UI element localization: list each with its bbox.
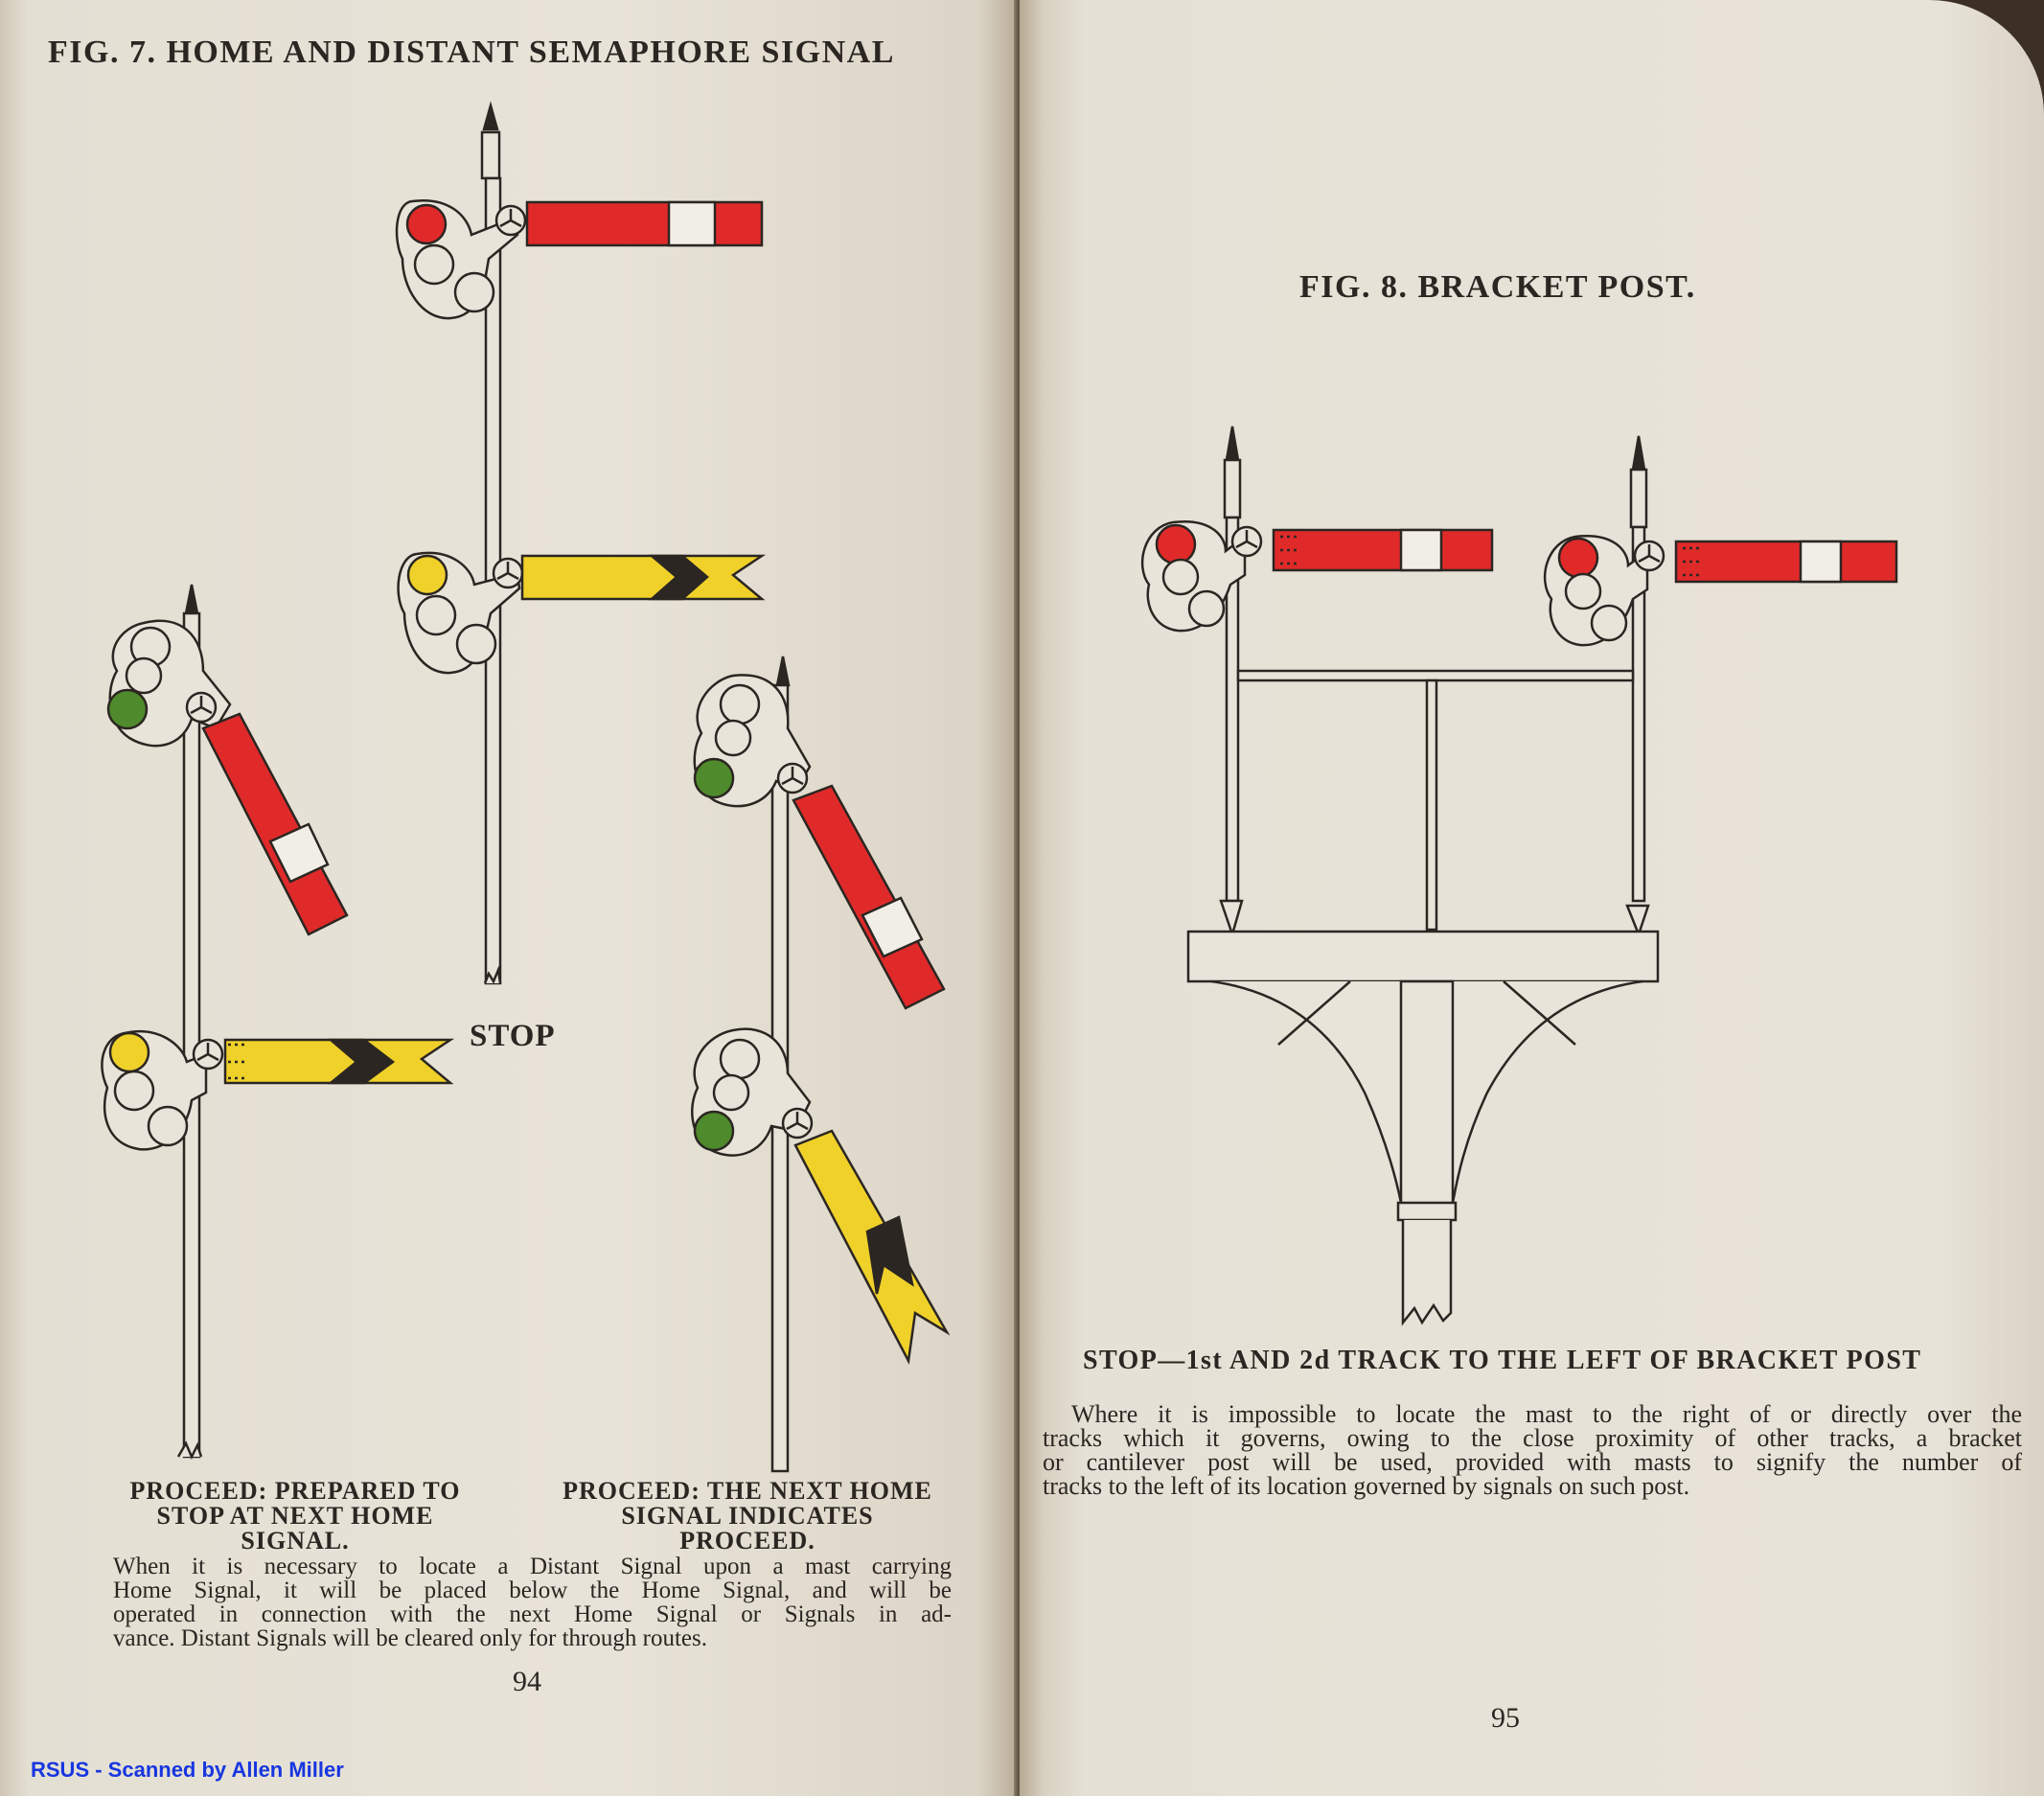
bracket-post-illustration [1140,426,1898,1326]
left-page: FIG. 7. HOME AND DISTANT SEMAPHORE SIGNA… [0,0,1018,1796]
bracket-post-caption: STOP—1st AND 2d TRACK TO THE LEFT OF BRA… [1083,1346,1922,1375]
body-line: tracks which it governs, owing to the cl… [1043,1424,2022,1452]
page-number-right: 95 [1491,1702,1520,1734]
body-line: or cantilever post will be used, provide… [1043,1448,2022,1476]
home-signal-stop [395,198,764,320]
body-line: Home Signal, it will be placed below the… [113,1577,952,1603]
caption-line: PROCEED: THE NEXT HOME [563,1477,932,1505]
body-line: When it is necessary to locate a Distant… [113,1554,952,1579]
book-gutter [1014,0,1023,1796]
left-signal-post [176,584,203,1460]
page-number-left: 94 [513,1666,541,1697]
caption-line: PROCEED: PREPARED TO [129,1477,461,1505]
caption-proceed-next-home: PROCEED: THE NEXT HOME SIGNAL INDICATES … [537,1479,958,1554]
body-line: vance. Distant Signals will be cleared o… [113,1625,707,1651]
caption-line: STOP AT NEXT HOME [156,1502,434,1530]
home-signal-proceed-left [106,619,349,936]
stop-label: STOP [470,1019,556,1053]
caption-line: SIGNAL INDICATES [621,1502,874,1530]
distant-signal-stop-left [101,1030,455,1151]
scan-credit: RSUS - Scanned by Allen Miller [31,1758,344,1782]
bracket-right-home-signal [1543,534,1898,647]
caption-proceed-prepared: PROCEED: PREPARED TO STOP AT NEXT HOME S… [84,1479,506,1554]
right-page: FIG. 8. BRACKET POST. [1020,0,2044,1796]
figure-7-title: FIG. 7. HOME AND DISTANT SEMAPHORE SIGNA… [48,35,895,70]
body-line: tracks to the left of its location gover… [1043,1472,1690,1500]
caption-line: SIGNAL. [241,1527,350,1554]
body-line: operated in connection with the next Hom… [113,1601,952,1627]
caption-line: PROCEED. [679,1527,815,1554]
left-body-paragraph: When it is necessary to locate a Distant… [113,1554,952,1650]
body-line: Where it is impossible to locate the mas… [1071,1400,2022,1428]
distant-signal-proceed-right [691,1027,951,1366]
bracket-left-home-signal [1140,519,1494,633]
figure-8-title: FIG. 8. BRACKET POST. [1299,269,1696,305]
home-signal-proceed-right [693,674,946,1010]
semaphore-signal-illustration [101,101,951,1473]
distant-signal-stop [397,551,767,675]
right-body-paragraph: Where it is impossible to locate the mas… [1043,1400,2022,1500]
